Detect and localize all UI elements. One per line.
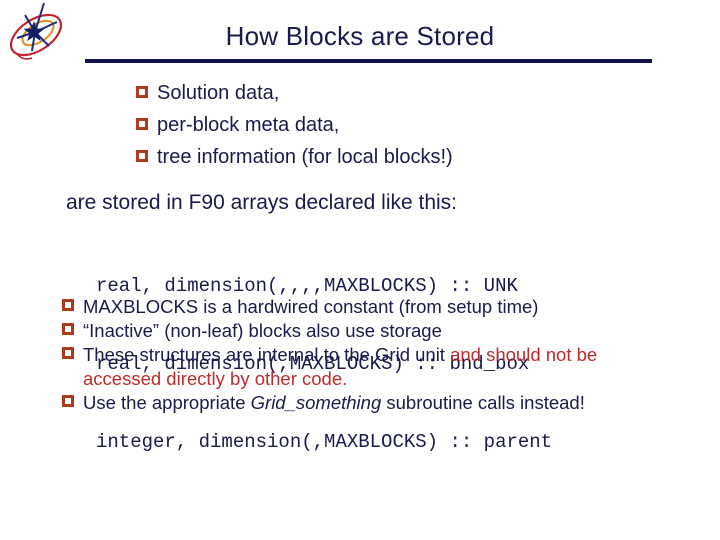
list-item-label: Solution data, <box>157 82 280 104</box>
list-item: “Inactive” (non-leaf) blocks also use st… <box>62 319 692 343</box>
intro-bullet-list: Solution data, per-block meta data, tree… <box>136 83 453 179</box>
normal-text: These structures are internal to the Gri… <box>83 344 451 365</box>
flash-star-logo-icon <box>9 2 63 60</box>
warning-text: accessed directly by other code. <box>83 368 348 389</box>
list-item-label: tree information (for local blocks!) <box>157 146 453 168</box>
square-bullet-icon <box>62 347 74 359</box>
code-line: integer, dimension(,MAXBLOCKS) :: parent <box>96 431 553 453</box>
lead-sentence: are stored in F90 arrays declared like t… <box>66 191 458 214</box>
api-name-text: Grid_something <box>250 392 382 413</box>
slide-title: How Blocks are Stored <box>225 21 495 51</box>
square-bullet-icon <box>62 299 74 311</box>
square-bullet-icon <box>136 150 148 162</box>
list-item-label: These structures are internal to the Gri… <box>83 343 597 391</box>
square-bullet-icon <box>136 118 148 130</box>
normal-text: subroutine calls instead! <box>381 392 585 413</box>
list-item: Solution data, <box>136 83 453 104</box>
code-line: real, dimension(,MAXBLOCKS) :: bnd_box <box>96 353 530 375</box>
title-underline-rule <box>85 59 652 63</box>
normal-text: Use the appropriate <box>83 392 251 413</box>
list-item-label: MAXBLOCKS is a hardwired constant (from … <box>83 296 539 317</box>
square-bullet-icon <box>62 395 74 407</box>
list-item-label: “Inactive” (non-leaf) blocks also use st… <box>83 320 442 341</box>
warning-text: and should not be <box>450 344 598 365</box>
code-line: real, dimension(,,,,MAXBLOCKS) :: UNK <box>96 275 518 297</box>
star-shape <box>23 21 45 41</box>
list-item: These structures are internal to the Gri… <box>62 343 692 391</box>
notes-bullet-list: MAXBLOCKS is a hardwired constant (from … <box>62 295 692 415</box>
fortran-code-block: real, dimension(,,,,MAXBLOCKS) :: UNK re… <box>96 221 552 507</box>
list-item-label: per-block meta data, <box>157 114 340 136</box>
list-item: MAXBLOCKS is a hardwired constant (from … <box>62 295 692 319</box>
list-item: Use the appropriate Grid_something subro… <box>62 391 692 415</box>
list-item: tree information (for local blocks!) <box>136 147 453 168</box>
list-item-label: Use the appropriate Grid_something subro… <box>83 391 585 415</box>
list-item: per-block meta data, <box>136 115 453 136</box>
square-bullet-icon <box>136 86 148 98</box>
square-bullet-icon <box>62 323 74 335</box>
